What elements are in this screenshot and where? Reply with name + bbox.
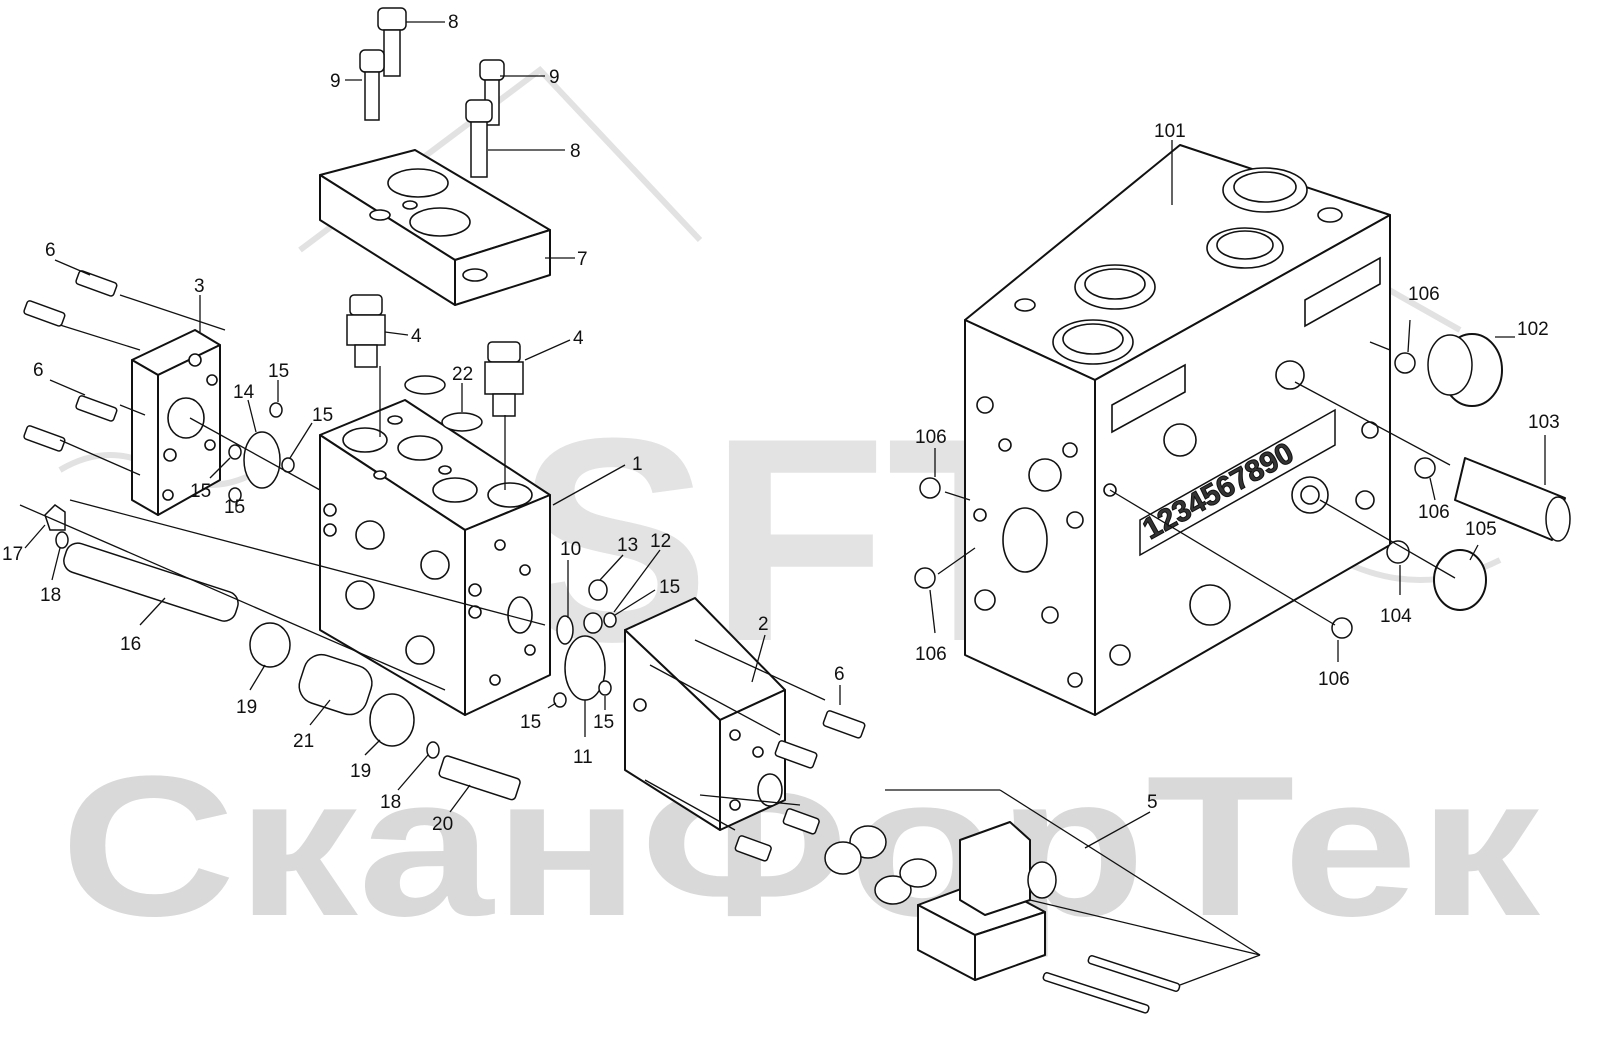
callout-106-left-top: 106 — [915, 427, 947, 448]
parts-102-106 — [914, 333, 1571, 639]
callout-15-b: 15 — [312, 405, 333, 426]
callout-12: 12 — [650, 531, 671, 552]
bolts-6-middle — [734, 710, 937, 905]
callout-17: 17 — [2, 544, 23, 565]
section-body-1 — [319, 399, 551, 716]
callout-13: 13 — [617, 535, 638, 556]
callout-15-d: 15 — [224, 497, 245, 518]
callout-106-left-bottom: 106 — [915, 644, 947, 665]
top-cover-7 — [319, 149, 551, 306]
callout-20: 20 — [432, 814, 453, 835]
callout-8-lower: 8 — [570, 141, 581, 162]
callout-15-g: 15 — [593, 712, 614, 733]
callout-103: 103 — [1528, 412, 1560, 433]
callout-6-left: 6 — [33, 360, 44, 381]
callout-101: 101 — [1154, 121, 1186, 142]
bolts-8-9 — [359, 7, 505, 178]
callout-102: 102 — [1517, 319, 1549, 340]
callout-8-top: 8 — [448, 12, 459, 33]
callout-18-left: 18 — [40, 585, 61, 606]
valve-body-101: 1234567890 — [964, 144, 1391, 716]
callout-18-lower: 18 — [380, 792, 401, 813]
solenoid-valve-5 — [917, 821, 1181, 1014]
relief-valves-4 — [346, 294, 524, 417]
end-plate-3 — [131, 329, 221, 516]
callout-106-top: 106 — [1408, 284, 1440, 305]
callout-106-right: 106 — [1418, 502, 1450, 523]
callout-4-lower: 4 — [573, 328, 584, 349]
callout-15-e: 15 — [659, 577, 680, 598]
callout-19-lower: 19 — [350, 761, 371, 782]
callout-16: 16 — [120, 634, 141, 655]
callout-4-upper: 4 — [411, 326, 422, 347]
bolts-6-left — [23, 270, 118, 452]
callout-106-bottom: 106 — [1318, 669, 1350, 690]
callout-2: 2 — [758, 614, 769, 635]
callout-11: 11 — [573, 747, 593, 768]
spool-assembly — [44, 504, 521, 801]
callout-15-a: 15 — [268, 361, 289, 382]
callout-6-middle: 6 — [834, 664, 845, 685]
callout-105: 105 — [1465, 519, 1497, 540]
callout-22: 22 — [452, 364, 473, 385]
callout-15-f: 15 — [520, 712, 541, 733]
callout-6-top: 6 — [45, 240, 56, 261]
o-rings-22 — [404, 375, 483, 432]
seals-10-13 — [553, 579, 617, 708]
callout-10: 10 — [560, 539, 581, 560]
callout-1: 1 — [632, 454, 643, 475]
callout-3: 3 — [194, 276, 205, 297]
callout-7: 7 — [577, 249, 588, 270]
assembly-lines — [19, 294, 1456, 986]
watermark-brand: СканФорТек — [60, 735, 1541, 958]
callout-9-left: 9 — [330, 71, 341, 92]
plate-2 — [624, 597, 786, 831]
callouts: 1 2 3 4 4 5 6 6 6 7 8 8 9 — [2, 12, 1560, 849]
callout-104: 104 — [1380, 606, 1412, 627]
seals-14-15 — [228, 402, 295, 503]
callout-14: 14 — [233, 382, 255, 403]
callout-9-right: 9 — [549, 67, 560, 88]
callout-19-left: 19 — [236, 697, 257, 718]
callout-15-c: 15 — [190, 481, 211, 502]
callout-21: 21 — [293, 731, 314, 752]
callout-5: 5 — [1147, 792, 1158, 813]
